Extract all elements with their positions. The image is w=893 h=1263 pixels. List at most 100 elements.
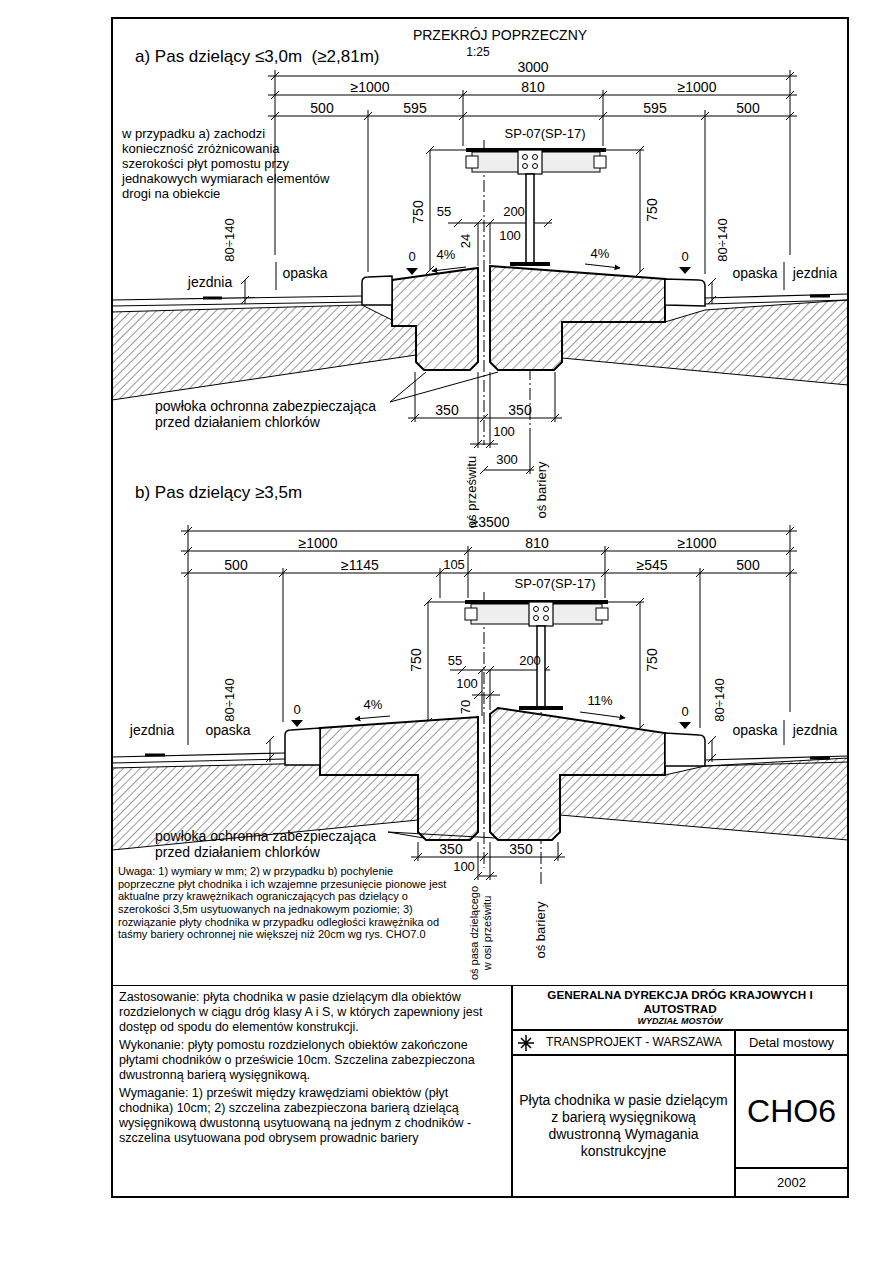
section-b [112, 525, 848, 885]
dimension-label: 4% [437, 248, 456, 263]
dimension-label: opaska [732, 265, 777, 281]
curb [285, 728, 320, 765]
company-logo [518, 1035, 534, 1051]
dimension-label: SP-07(SP-17) [505, 127, 586, 142]
dimension-lines [275, 70, 790, 274]
slope-arrows [355, 712, 625, 719]
curb [665, 733, 705, 766]
dimension-lines [411, 842, 565, 861]
cell-text: 2002 [777, 1175, 806, 1191]
dimension-label: 3000 [517, 59, 548, 75]
dimension-lines [188, 525, 790, 745]
dimension-label: 595 [403, 100, 426, 116]
drawing-name-box: Płyta chodnika w pasie dzielącym z barie… [512, 1055, 735, 1197]
dimension-label: oś pasa dzielącego w osi prześwitu [468, 883, 493, 983]
title-block-notes: Zastosowanie: płyta chodnika w pasie dzi… [112, 985, 512, 1197]
dimension-label: opaska [205, 722, 250, 738]
dimension-label: 500 [310, 100, 333, 116]
dimension-label: 500 [736, 557, 759, 573]
road-layers [203, 297, 222, 300]
dimension-label: ≥1000 [351, 79, 390, 95]
leader-lines [388, 832, 496, 838]
sheet-type-box: Detal mostowy [735, 1030, 848, 1055]
section-a [112, 70, 848, 474]
dimension-label: 810 [521, 79, 544, 95]
barrier-symbol [533, 155, 538, 160]
note-text: powłoka ochronna zabezpieczająca przed d… [155, 828, 400, 860]
dimension-lines [268, 112, 797, 120]
year-box: 2002 [735, 1168, 848, 1197]
barrier-symbol [519, 706, 563, 710]
cell-text: Płyta chodnika w pasie dzielącym z barie… [518, 1092, 729, 1159]
barrier-symbol [534, 607, 539, 612]
dimension-label: 70 [459, 700, 474, 714]
dimension-label: 80÷140 [713, 678, 728, 721]
cell-text: Wymaganie: 1) prześwit między krawędziam… [119, 1086, 505, 1146]
dimension-label: 80÷140 [223, 218, 238, 261]
dimension-label: 350 [435, 402, 458, 418]
barrier-symbol [594, 156, 606, 168]
barrier-symbol [465, 600, 608, 710]
dimension-label: a) Pas dzielący ≤3,0m (≥2,81m) [135, 47, 379, 67]
barrier-symbol [518, 150, 542, 174]
level-marks [406, 267, 691, 275]
dimension-lines [708, 736, 716, 762]
dimension-lines [472, 691, 500, 699]
level-marks [291, 720, 303, 727]
slope-arrows [355, 716, 390, 719]
barrier-symbol [544, 616, 549, 621]
drawing-number-box: CHO6 [735, 1055, 848, 1168]
dimension-lines [480, 440, 534, 474]
leader-lines [388, 832, 496, 838]
authority-box: GENERALNA DYREKCJA DRÓG KRAJOWYCH I AUTO… [512, 985, 848, 1030]
barrier-symbol [544, 607, 549, 612]
dimension-label: 100 [499, 229, 521, 244]
barrier-symbol [529, 602, 553, 626]
leader-lines [390, 372, 498, 402]
dimension-label: 55 [448, 654, 462, 669]
dimension-lines [426, 146, 466, 274]
barrier-symbol [465, 608, 477, 620]
cell-text: Wykonanie: płyty pomostu rozdzielonych o… [119, 1038, 505, 1083]
cell-text: WYDZIAŁ MOSTÓW [638, 1016, 723, 1027]
dimension-label: ≥1000 [299, 535, 338, 551]
road-layers [112, 753, 285, 757]
barrier-symbol [510, 262, 550, 266]
road-layers [112, 296, 362, 300]
barrier-symbol [523, 155, 528, 160]
barrier-symbol [523, 164, 528, 169]
dimension-label: jezdnia [188, 274, 232, 290]
barrier-symbol [596, 608, 608, 620]
sidewalk-slab [490, 266, 665, 370]
curb [362, 276, 392, 305]
barrier-symbol [466, 156, 478, 168]
note-text: w przypadku a) zachodzi konieczność zróż… [122, 127, 337, 202]
dimension-label: 80÷140 [716, 218, 731, 261]
dimension-lines [448, 219, 552, 266]
level-marks [291, 720, 691, 729]
dimension-label: 80÷140 [223, 678, 238, 721]
dimension-label: 105 [443, 558, 465, 573]
dimension-label: 200 [519, 654, 541, 669]
dimension-label: ≥1145 [341, 557, 379, 573]
sidewalk-slab [490, 708, 665, 840]
dimension-label: 350 [508, 402, 531, 418]
dimension-label: SP-07(SP-17) [515, 577, 596, 592]
note-text: Uwaga: 1) wymiary w mm; 2) w przypadku b… [118, 865, 448, 941]
dimension-label: ≥1000 [678, 535, 717, 551]
cell-text: Zastosowanie: płyta chodnika w pasie dzi… [119, 990, 505, 1035]
dimension-label: jezdnia [793, 722, 837, 738]
dimension-label: 500 [736, 100, 759, 116]
dimension-label: 595 [643, 100, 666, 116]
dimension-lines [606, 146, 644, 276]
dimension-label: 750 [410, 200, 426, 223]
level-marks [679, 267, 691, 274]
dimension-lines [608, 598, 644, 732]
road-layers [705, 294, 848, 298]
cell-text: CHO6 [747, 1092, 836, 1130]
dimension-label: 350 [439, 841, 462, 857]
dimension-label: 100 [453, 860, 475, 875]
note-text: powłoka ochronna zabezpieczająca przed d… [155, 398, 400, 430]
